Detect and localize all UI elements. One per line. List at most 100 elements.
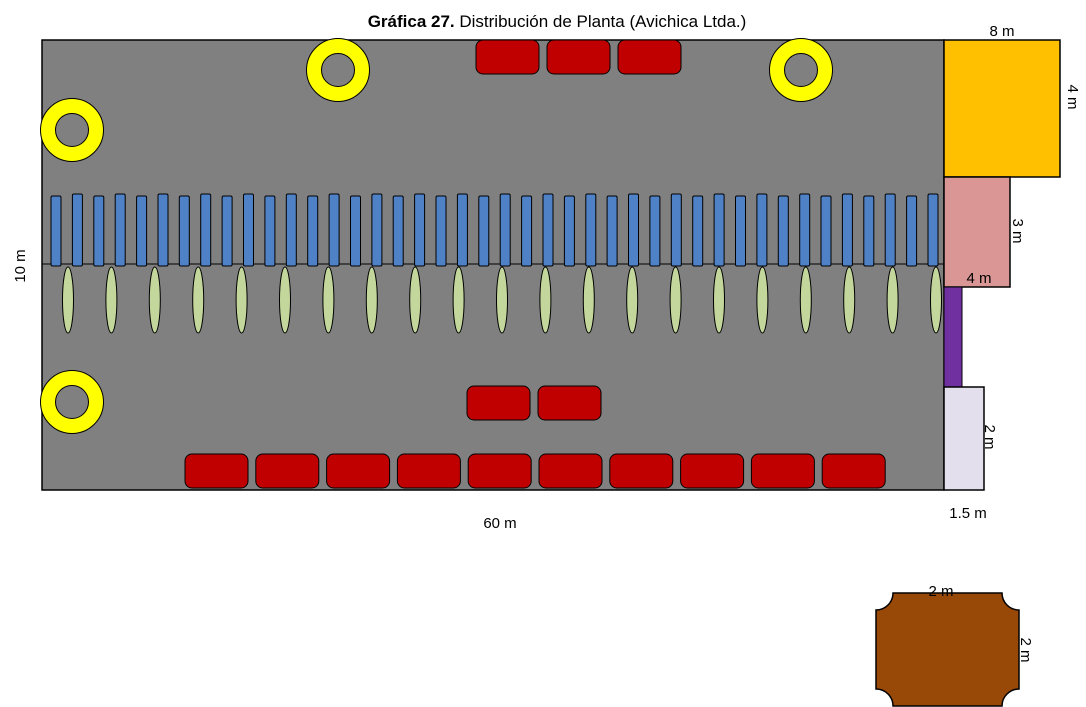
blue-bar: [478, 195, 490, 267]
red-block-bottom: [821, 453, 886, 489]
green-ellipse: [799, 266, 812, 334]
yellow-ring-outer-edge: [306, 38, 370, 102]
green-ellipse: [582, 266, 595, 334]
blue-bar: [221, 195, 233, 267]
blue-bar: [285, 193, 297, 267]
diagram-title: Gráfica 27. Distribución de Planta (Avic…: [368, 12, 747, 31]
blue-bar: [756, 193, 768, 267]
blue-bar: [71, 193, 83, 267]
blue-bar: [863, 195, 875, 267]
red-block-bottom: [538, 453, 603, 489]
yellow-ring-inner-edge: [321, 53, 355, 87]
green-ellipse: [669, 266, 682, 334]
red-block-bottom: [467, 453, 532, 489]
title-prefix: Gráfica 27.: [368, 12, 455, 31]
blue-bar: [820, 195, 832, 267]
green-ellipse: [62, 266, 74, 334]
blue-bar: [735, 195, 746, 267]
green-ellipse: [496, 266, 508, 334]
blue-bar: [649, 195, 661, 267]
purple-strip: [943, 286, 963, 388]
blue-bar: [841, 193, 853, 267]
blue-bar: [585, 193, 597, 267]
octagon-room: [875, 592, 1020, 707]
room-a-height-label: 4 m: [1064, 84, 1081, 109]
green-ellipse: [452, 266, 465, 334]
green-ellipse: [235, 266, 248, 334]
red-block-group: [184, 39, 886, 489]
blue-bar: [435, 195, 447, 267]
green-ellipse: [930, 266, 942, 334]
hall-width-label: 10 m: [12, 249, 29, 282]
yellow-ring-inner-edge: [55, 385, 89, 419]
blue-bar: [114, 193, 126, 267]
octagon-height-label: 2 m: [1017, 637, 1034, 662]
yellow-ring-inner-edge: [55, 113, 89, 147]
room-c: [943, 386, 985, 491]
green-ellipse: [192, 266, 205, 334]
yellow-ring-outer-edge: [40, 370, 104, 434]
red-block-top: [475, 39, 540, 75]
blue-bar-row: [50, 193, 939, 267]
yellow-ring: [306, 38, 370, 102]
blue-bar: [264, 195, 276, 267]
blue-bar: [713, 193, 725, 267]
yellow-ring: [40, 98, 104, 162]
green-ellipse: [365, 266, 378, 334]
title-text: Distribución de Planta (Avichica Ltda.): [455, 12, 747, 31]
yellow-ring-group: [40, 38, 833, 434]
room-c-width-label: 1.5 m: [949, 505, 987, 522]
green-ellipse: [279, 266, 291, 334]
room-b-width-label: 4 m: [966, 270, 991, 287]
blue-bar: [93, 195, 105, 267]
blue-bar: [371, 193, 383, 267]
green-ellipse: [626, 266, 639, 334]
room-a: [943, 39, 1061, 178]
blue-bar: [670, 193, 682, 267]
blue-bar: [200, 193, 212, 267]
blue-bar: [799, 193, 811, 267]
green-ellipse: [539, 266, 552, 334]
blue-bar: [521, 195, 533, 267]
octagon-width-label: 2 m: [928, 583, 953, 600]
yellow-ring: [769, 38, 833, 102]
room-a-width-label: 8 m: [989, 23, 1014, 40]
blue-bar: [328, 193, 340, 267]
room-c-height-label: 2 m: [981, 424, 998, 449]
blue-bar: [350, 195, 361, 267]
red-block-top: [546, 39, 611, 75]
yellow-ring-outer-edge: [40, 98, 104, 162]
red-block-bottom: [396, 453, 461, 489]
blue-bar: [243, 193, 254, 267]
green-ellipse: [105, 266, 118, 334]
red-block-bottom: [680, 453, 745, 489]
blue-bar: [307, 195, 319, 267]
blue-bar: [927, 193, 939, 267]
room-b-height-label: 3 m: [1009, 218, 1026, 243]
blue-bar: [499, 193, 511, 267]
green-ellipse: [843, 266, 856, 334]
yellow-ring-inner-edge: [784, 53, 818, 87]
red-block-bottom: [750, 453, 815, 489]
blue-bar: [606, 195, 618, 267]
hall-length-label: 60 m: [483, 515, 516, 532]
red-block-middle: [537, 385, 602, 421]
blue-bar: [777, 195, 789, 267]
blue-bar: [50, 195, 62, 267]
blue-bar: [563, 195, 575, 267]
blue-bar: [392, 195, 404, 267]
green-ellipse: [756, 266, 769, 334]
green-ellipse: [322, 266, 335, 334]
blue-bar: [157, 193, 169, 267]
blue-bar: [542, 193, 554, 267]
red-block-bottom: [255, 453, 320, 489]
red-block-bottom: [609, 453, 674, 489]
blue-bar: [628, 193, 639, 267]
yellow-ring: [40, 370, 104, 434]
blue-bar: [456, 193, 468, 267]
green-ellipse-row: [62, 266, 942, 334]
red-block-middle: [466, 385, 531, 421]
yellow-ring-outer-edge: [769, 38, 833, 102]
room-b: [943, 176, 1011, 288]
